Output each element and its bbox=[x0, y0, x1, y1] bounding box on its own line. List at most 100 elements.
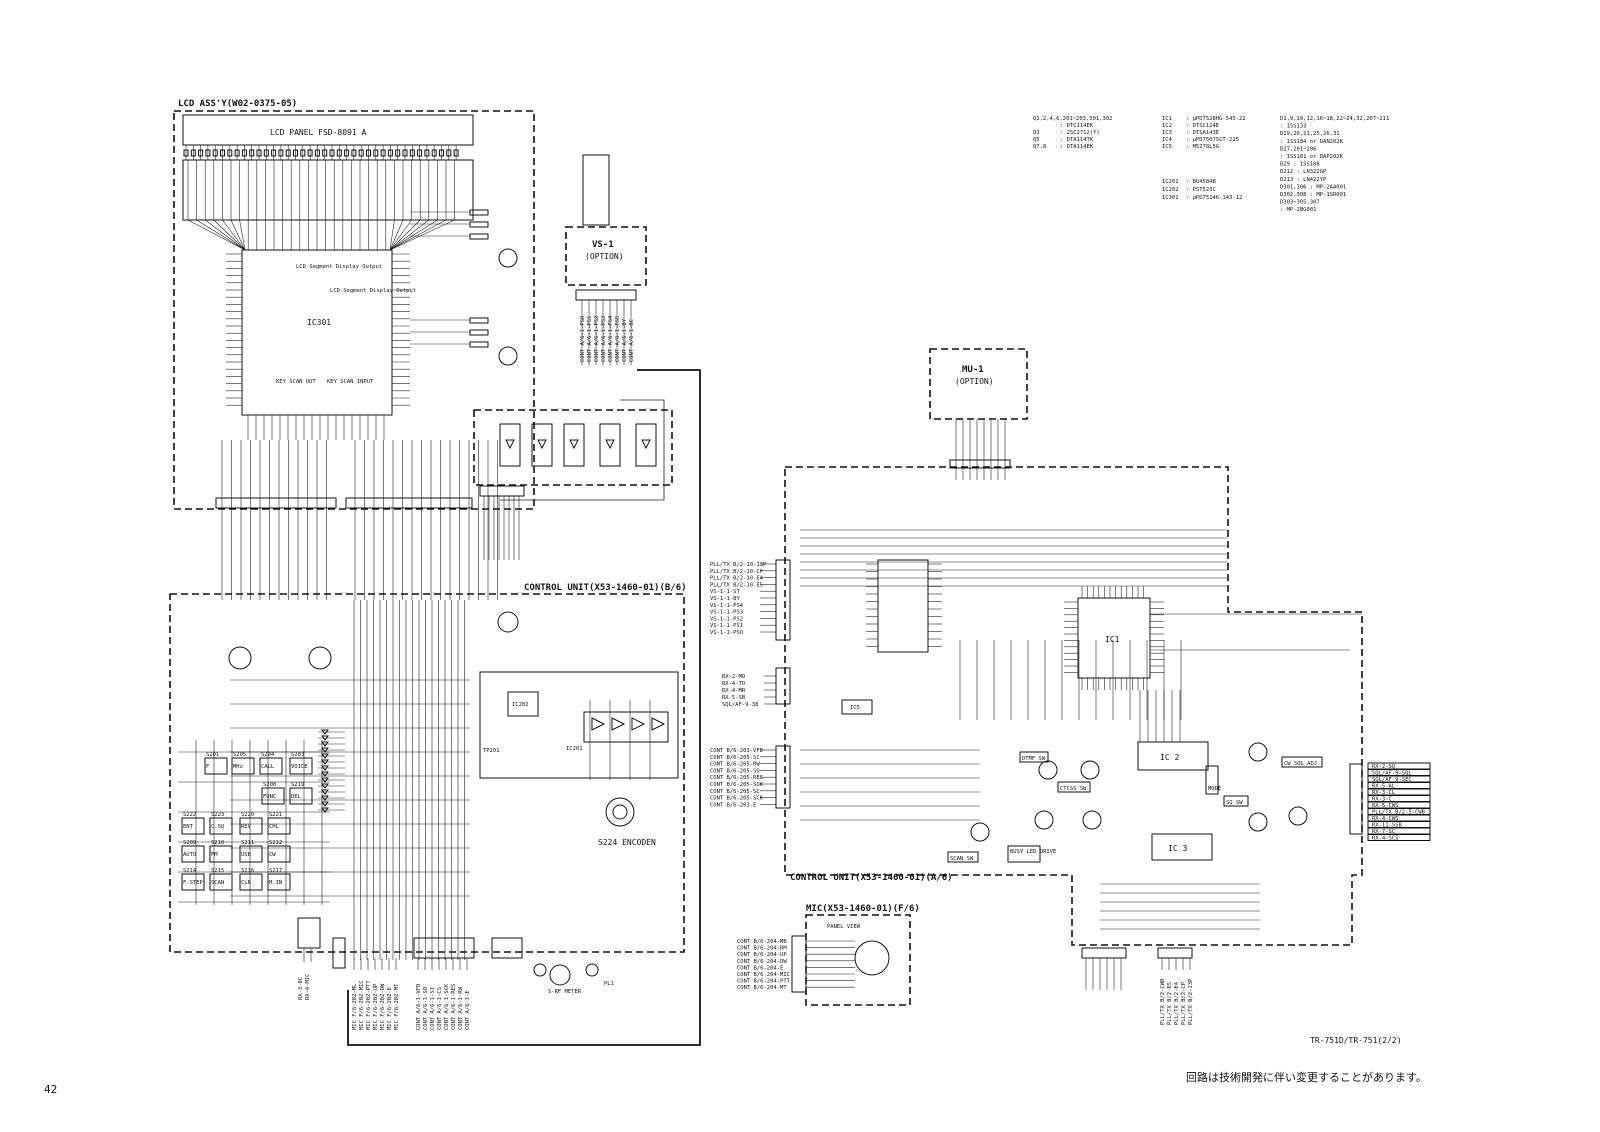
lcd-pin-pad bbox=[402, 149, 408, 157]
lcd-pin-pad bbox=[278, 149, 284, 157]
vs1-option-label: (OPTION) bbox=[585, 252, 624, 261]
lcd-seg-wire bbox=[389, 219, 412, 251]
left-conn-label: VS-1-1-PSO bbox=[710, 630, 743, 636]
lcd-seg-wire bbox=[389, 219, 429, 251]
ic4-body bbox=[877, 559, 929, 653]
lcd-pin-pad bbox=[293, 149, 298, 157]
vs1-conn-label: CONT A/6-1-8C bbox=[629, 319, 635, 362]
right-conn-label: PLL/TX B/2-5-CWB bbox=[1372, 810, 1426, 816]
lcd-pin-pad bbox=[373, 149, 379, 157]
tp201-label: TP201 bbox=[483, 748, 500, 754]
switch-name: CLR bbox=[241, 880, 252, 886]
lcd-pin-pad bbox=[344, 149, 350, 157]
lcd-pin-pad bbox=[234, 149, 240, 157]
b6-conn-label: CONT B/6-205-SCK bbox=[710, 796, 764, 802]
scan-sw-box bbox=[947, 851, 979, 863]
ic2-label: IC 2 bbox=[1160, 753, 1179, 762]
ic201-area bbox=[479, 671, 679, 779]
vs1-conn-label: CONT A/6-1-PS4 bbox=[608, 315, 614, 362]
ic5-label: IC5 bbox=[850, 705, 860, 711]
lcd-pin-pad bbox=[249, 149, 255, 157]
part-name: : DTA114TK bbox=[1060, 137, 1094, 143]
lcd-led-subbox bbox=[473, 409, 673, 486]
lcd-pin-pad bbox=[395, 149, 401, 157]
b6-conn-label: CONT B/6-205-SC bbox=[710, 755, 760, 761]
part-name: : M5278L5G bbox=[1186, 144, 1219, 150]
mic-bottom-label: MIC F/6-202-PTT bbox=[366, 980, 372, 1030]
part-ref: Q7,8 bbox=[1033, 144, 1046, 150]
key-switch bbox=[289, 787, 313, 805]
part-diode: D19,20,21,25,26,31 bbox=[1280, 131, 1340, 137]
led-cell bbox=[563, 423, 585, 467]
lcd-seg-wire bbox=[389, 219, 395, 251]
right-conn-label: RX-4-SCS bbox=[1372, 836, 1399, 842]
part-diode: D213 : LN422YP bbox=[1280, 177, 1327, 183]
part-ref: Q5 bbox=[1033, 137, 1040, 143]
part-diode: : MP-2BG001 bbox=[1280, 207, 1316, 213]
left-conn-label: PLL/TX B/2-10-CP bbox=[710, 569, 764, 575]
vs1-conn-label: CONT A/6-1-PSO bbox=[580, 316, 586, 362]
lcd-assy-label: LCD ASS'Y(W02-0375-05) bbox=[178, 99, 297, 109]
mid-conn-label: RX-2-MO bbox=[722, 674, 745, 680]
switch-id: S210 bbox=[211, 840, 224, 846]
b6-diode-block bbox=[318, 729, 345, 813]
vs1-conn-body bbox=[575, 289, 637, 301]
busy-led-box bbox=[1007, 845, 1041, 863]
q202-transistor bbox=[228, 646, 252, 670]
resistor bbox=[469, 317, 489, 324]
ic3-body bbox=[1151, 833, 1213, 861]
right-conn-label: RX-7-SC bbox=[1372, 829, 1395, 835]
switch-name: VOICE bbox=[291, 764, 308, 770]
pl201-lamp bbox=[533, 963, 547, 977]
cont-bottom-label: CONT A/6-1-E bbox=[465, 990, 471, 1030]
mid-conn-label: RX-4-TO bbox=[722, 681, 745, 687]
a6-wiring bbox=[800, 529, 1362, 930]
scan-sw-label: SCAN SW bbox=[950, 856, 974, 862]
part-diode: D303~305,307 bbox=[1280, 200, 1320, 206]
resistor bbox=[469, 341, 489, 348]
lcd-seg-wire bbox=[389, 219, 404, 251]
lcd-pin-pad bbox=[205, 149, 211, 157]
page-number: 42 bbox=[44, 1083, 57, 1096]
switch-name: USB bbox=[241, 852, 252, 858]
lcd-assy-box bbox=[173, 110, 535, 510]
switch-id: S221 bbox=[269, 812, 282, 818]
switch-name: CHL bbox=[269, 824, 280, 830]
sq-sw-box bbox=[1223, 795, 1249, 807]
part-ref: IC1 bbox=[1162, 116, 1172, 122]
part-diode: D212 : LN322GP bbox=[1280, 169, 1327, 175]
part-diode: D1,9,10,12,16~18,22~24,32,207~211 bbox=[1280, 116, 1389, 122]
part-name: : BU4584B bbox=[1186, 179, 1216, 185]
right-conn-cell bbox=[1367, 834, 1431, 841]
lcd-pin-pad bbox=[314, 149, 320, 157]
part-name: : DTSC124E bbox=[1186, 123, 1219, 129]
encoder-knob bbox=[612, 804, 628, 820]
lcd-pin-pad bbox=[307, 149, 313, 157]
switch-name: F.STEP bbox=[183, 880, 204, 886]
led-cell bbox=[635, 423, 657, 467]
left-conn-label: VS-1-1-PS1 bbox=[710, 623, 743, 629]
cn204-body bbox=[332, 937, 346, 969]
lcd-pin-pad bbox=[212, 149, 218, 157]
mic-bottom-label: MIC F/6-202-MIC bbox=[359, 980, 365, 1030]
right-conn-label: RX-5-CWS bbox=[1372, 803, 1399, 809]
cont-bottom-label: CONT A/6-1-VFD bbox=[416, 984, 422, 1030]
mic-jack bbox=[854, 940, 890, 976]
control-unit-a6-box bbox=[784, 466, 1363, 946]
vs1-conn-label: CONT A/6-1-PS2 bbox=[594, 316, 600, 362]
lcd-seg-wire bbox=[389, 219, 421, 251]
key-switch bbox=[261, 787, 285, 805]
control-unit-b6-box bbox=[169, 593, 685, 953]
part-ref: IC5 bbox=[1162, 144, 1172, 150]
switch-name: AUTO bbox=[183, 852, 196, 858]
left-conn-label: PLL/TX B/2-10-E5 bbox=[710, 582, 763, 588]
led-cell bbox=[499, 423, 521, 467]
right-conn-label: RX-5-AL bbox=[1372, 784, 1396, 790]
switch-id: S216 bbox=[241, 868, 254, 874]
q301-transistor bbox=[498, 248, 518, 268]
part-diode: : 1SS184 or DAN202K bbox=[1280, 139, 1344, 145]
q5-transistor bbox=[1080, 760, 1100, 780]
part-ref: Q1,2,4,6,201~203,301,302 bbox=[1033, 116, 1112, 122]
